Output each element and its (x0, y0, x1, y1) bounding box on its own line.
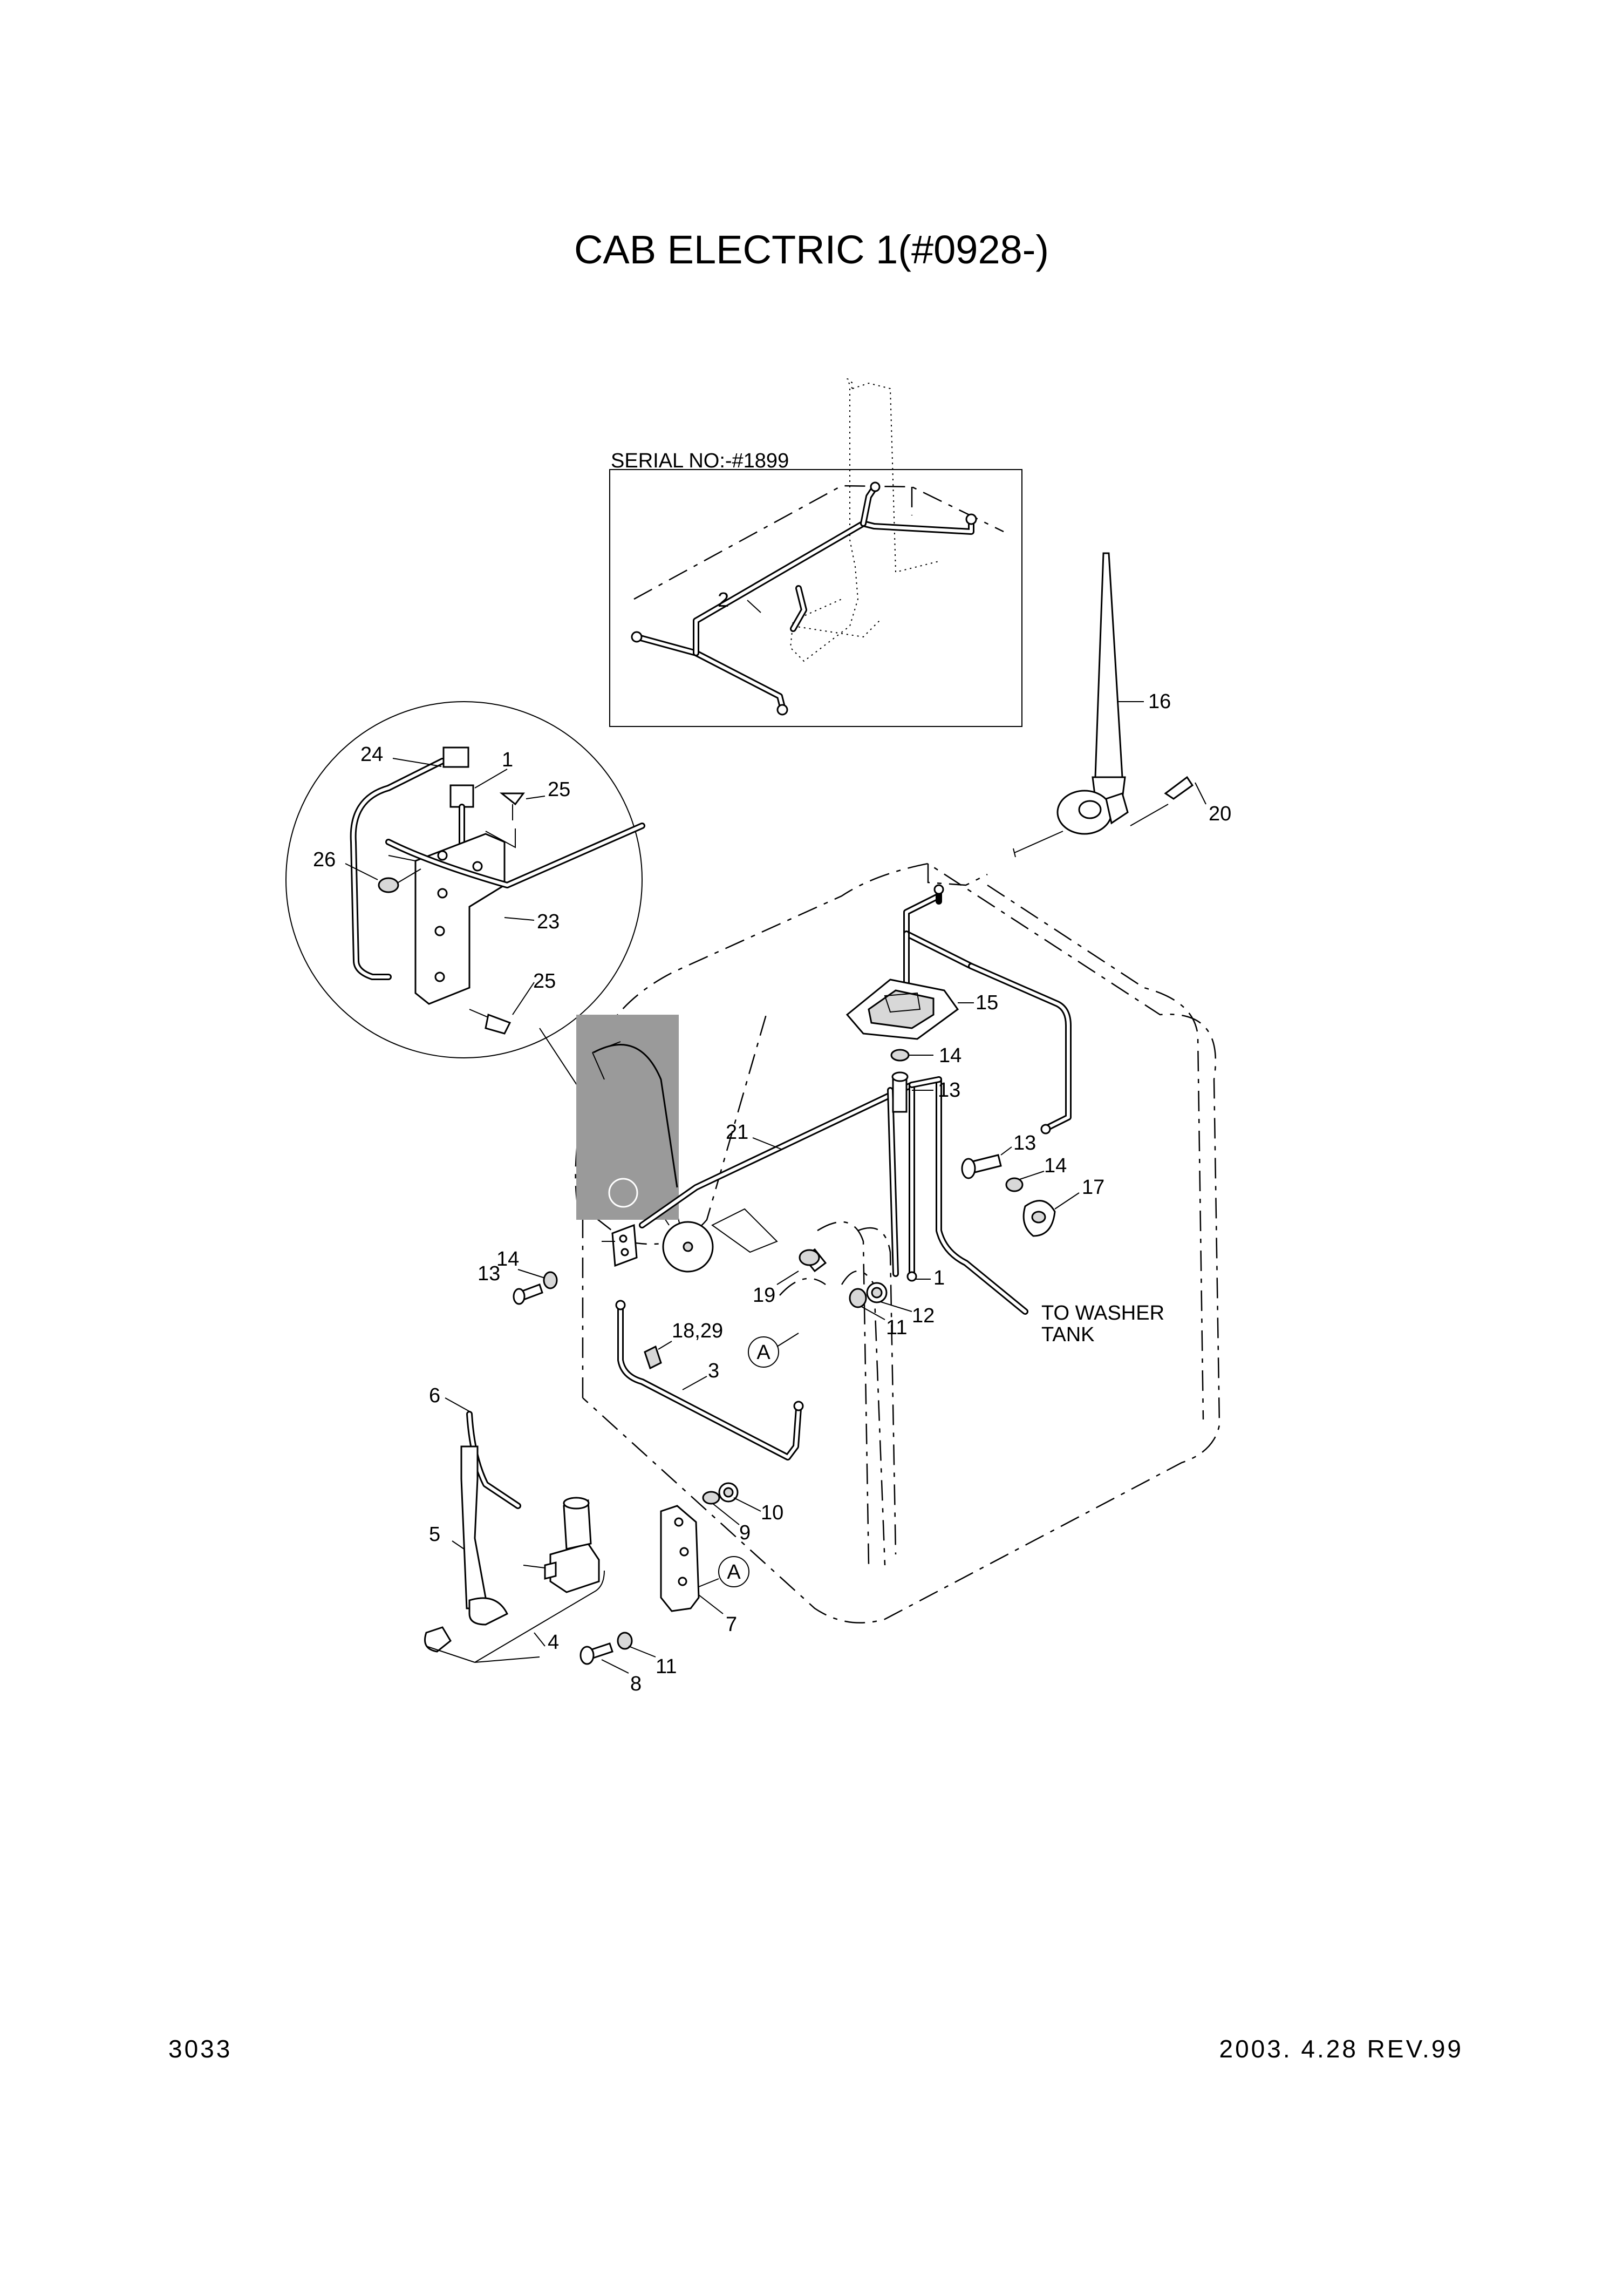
callout-6: 6 (429, 1384, 440, 1407)
callout-2: 2 (718, 589, 729, 612)
callout-1-lower: 1 (933, 1267, 945, 1289)
callout-7: 7 (726, 1613, 737, 1636)
callout-21: 21 (726, 1121, 748, 1144)
inset-frame (609, 469, 1022, 727)
harness-2 (631, 481, 977, 716)
svg-text:A: A (756, 1341, 770, 1364)
callout-4: 4 (548, 1631, 559, 1654)
callout-24: 24 (360, 743, 383, 766)
knob (424, 1626, 452, 1653)
inset-caption: SERIAL NO:-#1899 (611, 450, 789, 472)
note-line-2: TANK (1041, 1323, 1095, 1346)
bracket-7-group: 9 10 7 8 11 (579, 1482, 783, 1695)
screw-25-bottom (485, 1013, 512, 1035)
callout-26: 26 (313, 848, 336, 871)
center-fasteners: 19 11 12 13 14 (478, 1208, 935, 1339)
callout-13-left: 13 (478, 1262, 500, 1285)
detail-circle: 24 1 25 26 23 25 (285, 701, 645, 1058)
nut-26 (378, 877, 399, 893)
bolt-20 (1164, 776, 1194, 800)
callout-11-upper: 11 (886, 1316, 907, 1339)
screw-25-top (499, 792, 525, 806)
grommet-group-17: 13 14 17 (961, 1132, 1104, 1237)
callout-16: 16 (1148, 690, 1171, 713)
callout-10: 10 (761, 1502, 783, 1524)
callout-11-lower: 11 (656, 1655, 677, 1678)
callout-25-top: 25 (548, 778, 570, 801)
detail-mark-a-lower: A (698, 1556, 749, 1587)
connector-24 (442, 746, 469, 768)
callout-3: 3 (708, 1360, 719, 1382)
detail-mark-a-upper: A (748, 1333, 799, 1368)
revision-date: 2003. 4.28 REV.99 (1219, 2035, 1463, 2063)
clip-18-29 (644, 1345, 662, 1370)
antenna-16: 16 20 (1013, 552, 1231, 858)
diagram-title: CAB ELECTRIC 1(#0928-) (574, 227, 1049, 272)
note-line-1: TO WASHER (1041, 1302, 1164, 1324)
callout-9: 9 (739, 1521, 751, 1544)
antenna-whip (1094, 552, 1123, 778)
callout-8: 8 (630, 1673, 642, 1695)
callout-17: 17 (1082, 1176, 1104, 1199)
inset-cab-outline (633, 485, 1004, 600)
callout-13-top: 13 (938, 1079, 960, 1102)
callout-25-bottom: 25 (533, 970, 556, 993)
svg-text:A: A (727, 1561, 741, 1584)
callout-14-right: 14 (1044, 1154, 1067, 1177)
callout-13-right: 13 (1013, 1132, 1036, 1154)
callout-1-detail: 1 (502, 749, 513, 771)
harness-21: 15 14 13 21 1 TO WASHER TANK (639, 884, 1164, 1346)
callout-12: 12 (912, 1305, 935, 1327)
inset-serial-variant: SERIAL NO:-#1899 2 (609, 378, 1022, 727)
callout-19: 19 (753, 1284, 775, 1307)
callout-15: 15 (976, 991, 998, 1014)
callout-23: 23 (537, 911, 560, 933)
wiper-assembly: 6 5 4 (424, 1384, 605, 1663)
harness-3: 18,29 3 (615, 1300, 804, 1461)
page-number: 3033 (168, 2035, 232, 2063)
shaded-region (576, 1015, 679, 1220)
wiper-motor-4 (549, 1543, 600, 1593)
bracket-7 (660, 1505, 700, 1612)
callout-5: 5 (429, 1523, 440, 1546)
cab-body-outline (575, 862, 1220, 1623)
callout-14-left: 14 (496, 1248, 519, 1271)
callout-14-top: 14 (939, 1044, 961, 1067)
callout-18-29: 18,29 (672, 1320, 723, 1342)
callout-20: 20 (1209, 803, 1231, 825)
